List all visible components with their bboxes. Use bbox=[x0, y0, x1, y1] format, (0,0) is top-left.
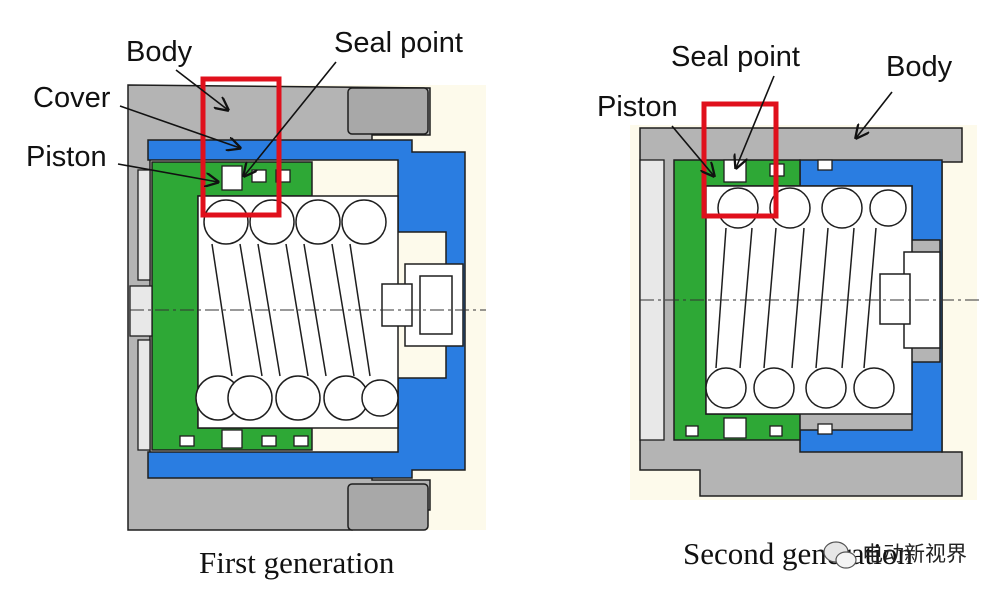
connector bbox=[381, 263, 464, 347]
label-seal-point: Seal point bbox=[671, 41, 800, 73]
label-piston: Piston bbox=[26, 141, 107, 173]
shaft-parts bbox=[129, 169, 153, 451]
first-generation-panel: Body Cover Piston Seal point First gener… bbox=[26, 27, 486, 580]
caption-second-generation: Second generation bbox=[683, 536, 913, 571]
watermark-text: 电动新视界 bbox=[862, 542, 967, 566]
label-cover: Cover bbox=[33, 82, 111, 114]
label-body: Body bbox=[886, 51, 953, 83]
second-generation-panel: Piston Seal point Body Second generation bbox=[597, 41, 980, 571]
spring-coils bbox=[195, 199, 399, 421]
label-piston: Piston bbox=[597, 91, 678, 123]
label-body: Body bbox=[126, 36, 193, 68]
wechat-icon bbox=[823, 541, 857, 569]
body-boss-top bbox=[347, 87, 429, 135]
caption-first-generation: First generation bbox=[199, 545, 395, 580]
body-boss-bottom bbox=[347, 483, 429, 531]
seal-highlight-box bbox=[200, 76, 282, 218]
watermark: 电动新视界 bbox=[823, 541, 967, 569]
leader-arrows bbox=[671, 75, 893, 176]
leader-arrows bbox=[117, 61, 337, 182]
seal-highlight-box bbox=[701, 101, 779, 219]
label-seal-point: Seal point bbox=[334, 27, 463, 59]
connector bbox=[879, 251, 941, 349]
